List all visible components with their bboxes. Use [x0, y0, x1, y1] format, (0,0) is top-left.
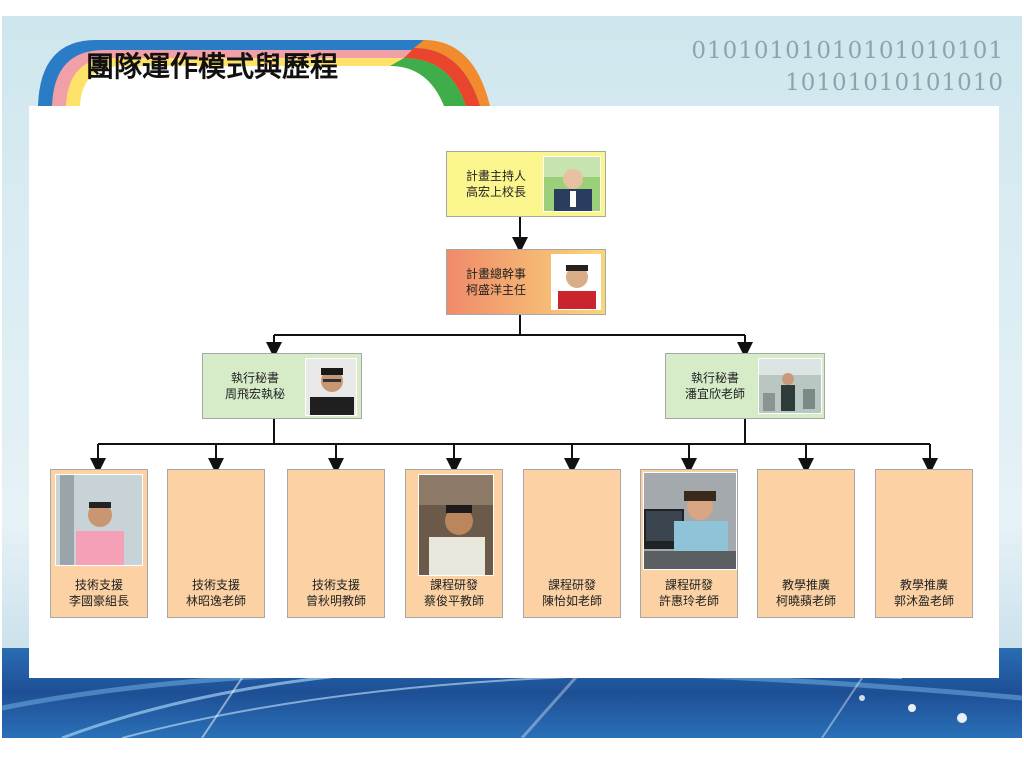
org-node-principal-investigator: 計畫主持人 高宏上校長 — [446, 151, 606, 217]
binary-decoration-line-1: 01010101010101010101 — [691, 38, 1004, 64]
org-node-member-3: 技術支援 曾秋明教師 — [287, 469, 385, 618]
org-node-member-8: 教學推廣 郭沐盈老師 — [875, 469, 973, 618]
node-role: 課程研發 — [664, 578, 713, 592]
node-role: 教學推廣 — [899, 578, 948, 592]
node-role: 計畫總幹事 — [465, 267, 526, 281]
node-role: 技術支援 — [74, 578, 123, 592]
node-role: 執行秘書 — [690, 371, 739, 385]
org-node-member-1: 技術支援 李國豪組長 — [50, 469, 148, 618]
person-photo — [643, 472, 737, 570]
node-name: 柯盛洋主任 — [465, 283, 526, 297]
node-name: 柯曉蘋老師 — [775, 594, 836, 608]
node-name: 許惠玲老師 — [658, 594, 719, 608]
node-name: 高宏上校長 — [465, 185, 526, 199]
person-photo — [758, 358, 822, 414]
node-role: 技術支援 — [311, 578, 360, 592]
node-role: 執行秘書 — [230, 371, 279, 385]
person-photo — [418, 474, 494, 576]
binary-decoration-line-2: 10101010101010 — [785, 70, 1004, 96]
node-role: 計畫主持人 — [465, 169, 526, 183]
rainbow-arc-graphic — [38, 40, 490, 106]
node-name: 李國豪組長 — [68, 594, 129, 608]
person-photo — [543, 156, 601, 212]
node-name: 陳怡如老師 — [541, 594, 602, 608]
org-node-member-7: 教學推廣 柯曉蘋老師 — [757, 469, 855, 618]
org-node-member-5: 課程研發 陳怡如老師 — [523, 469, 621, 618]
person-photo — [551, 254, 601, 310]
person-photo — [55, 474, 143, 566]
org-node-member-4: 課程研發 蔡俊平教師 — [405, 469, 503, 618]
node-name: 郭沐盈老師 — [893, 594, 954, 608]
org-node-general-secretary: 計畫總幹事 柯盛洋主任 — [446, 249, 606, 315]
person-photo — [305, 358, 357, 416]
node-role: 技術支援 — [191, 578, 240, 592]
node-name: 蔡俊平教師 — [423, 594, 484, 608]
node-name: 曾秋明教師 — [305, 594, 366, 608]
node-role: 教學推廣 — [781, 578, 830, 592]
node-name: 林昭逸老師 — [185, 594, 246, 608]
org-node-member-2: 技術支援 林昭逸老師 — [167, 469, 265, 618]
page-title: 團隊運作模式與歷程 — [86, 50, 339, 83]
node-name: 周飛宏執秘 — [224, 387, 285, 401]
node-name: 潘宜欣老師 — [684, 387, 745, 401]
node-role: 課程研發 — [547, 578, 596, 592]
org-node-secretary-1: 執行秘書 周飛宏執秘 — [202, 353, 362, 419]
node-role: 課程研發 — [429, 578, 478, 592]
org-node-member-6: 課程研發 許惠玲老師 — [640, 469, 738, 618]
org-node-secretary-2: 執行秘書 潘宜欣老師 — [665, 353, 825, 419]
